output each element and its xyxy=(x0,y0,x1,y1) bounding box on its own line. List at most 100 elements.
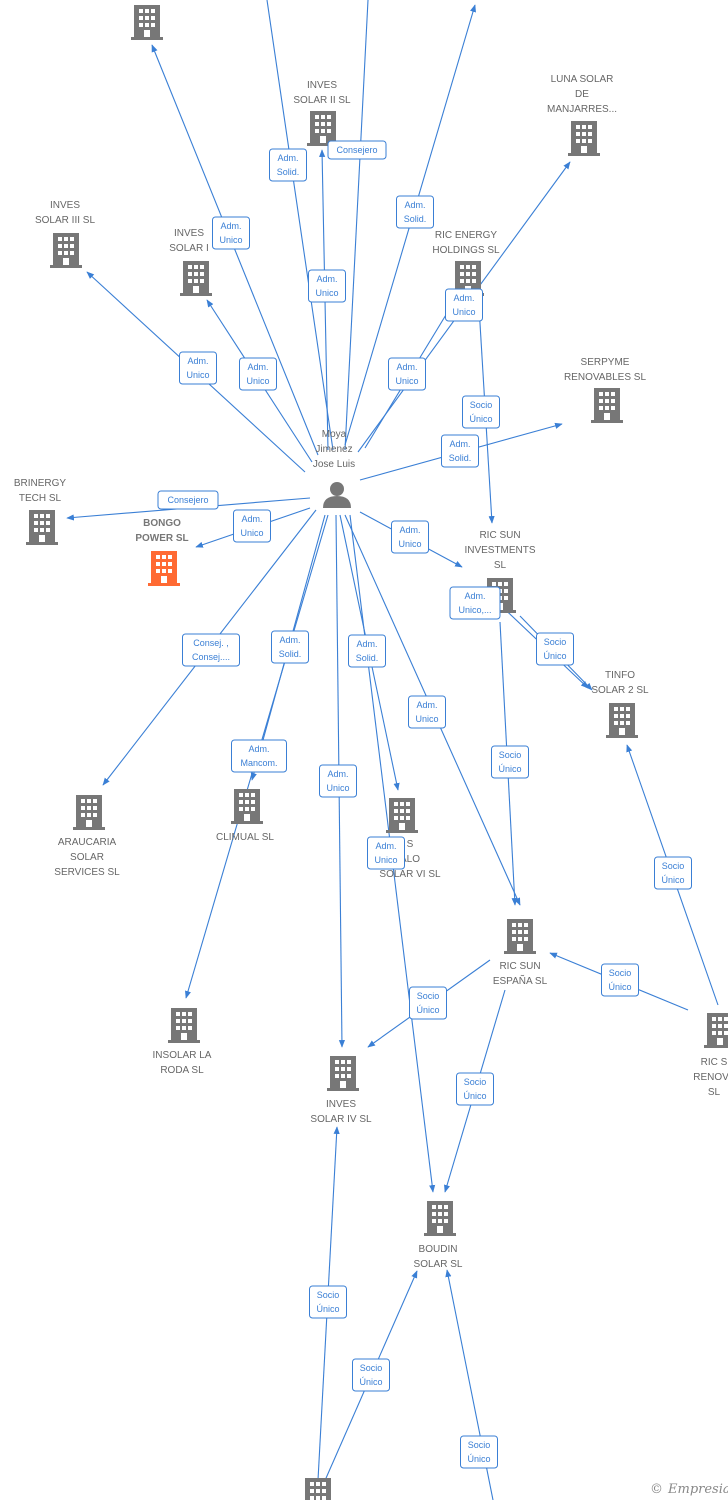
company-label: TINFO xyxy=(605,670,635,681)
relation-label-text: Adm. xyxy=(316,274,337,284)
building-icon xyxy=(73,795,105,830)
company-node-top1[interactable] xyxy=(131,5,163,40)
relation-label-text: Único xyxy=(463,1091,486,1101)
company-node-climual[interactable]: CLIMUAL SL xyxy=(216,789,274,843)
relation-label-e9[interactable]: Adm.Unico xyxy=(388,357,426,391)
building-icon xyxy=(327,1056,359,1091)
relation-label-e21[interactable]: Adm.Mancom. xyxy=(231,739,287,773)
relation-label-e11[interactable]: Adm.Solid. xyxy=(441,434,479,468)
person-name-label: Jimenez xyxy=(315,444,352,455)
building-icon xyxy=(606,703,638,738)
relation-label-e24[interactable]: Adm.Unico xyxy=(367,836,405,870)
relation-label-text: Adm. xyxy=(449,439,470,449)
relation-label-text: Único xyxy=(359,1377,382,1387)
relation-label-e15[interactable]: Adm.Unico,... xyxy=(449,586,501,620)
relation-label-e3[interactable]: Adm.Solid. xyxy=(396,195,434,229)
relation-label-text: Consej.... xyxy=(192,652,230,662)
company-node-serpyme[interactable]: SERPYME RENOVABLES SL xyxy=(564,357,647,423)
company-label: SL xyxy=(494,560,507,571)
company-label: RENOVABLES SL xyxy=(564,372,647,383)
relation-label-text: Único xyxy=(661,875,684,885)
relation-label-text: Unico xyxy=(240,528,263,538)
company-label: RIC ENERGY xyxy=(435,230,498,241)
company-label: BRINERGY xyxy=(14,478,67,489)
relation-label-text: Socio xyxy=(360,1363,383,1373)
relation-label-e5[interactable]: Adm.Unico xyxy=(308,269,346,303)
relation-label-text: Socio xyxy=(464,1077,487,1087)
company-node-bottom1[interactable] xyxy=(302,1478,334,1500)
relation-label-text: Adm. xyxy=(187,356,208,366)
company-node-luna[interactable]: LUNA SOLARDEMANJARRES... xyxy=(547,74,617,156)
relation-label-e17[interactable]: Consej. ,Consej.... xyxy=(182,633,240,667)
person-name-label: Jose Luis xyxy=(313,459,355,470)
building-icon xyxy=(568,121,600,156)
edge-line xyxy=(151,44,319,456)
relation-label-e2[interactable]: Consejero xyxy=(327,140,387,160)
building-icon xyxy=(302,1478,334,1500)
company-label: BONGO xyxy=(143,518,181,529)
relation-label-text: Adm. xyxy=(247,362,268,372)
company-label: INVES xyxy=(50,200,80,211)
building-icon xyxy=(424,1201,456,1236)
relation-label-e1[interactable]: Adm.Solid. xyxy=(269,148,307,182)
building-icon xyxy=(131,5,163,40)
relation-label-text: Adm. xyxy=(277,153,298,163)
relation-label-e13[interactable]: Adm.Unico xyxy=(233,509,271,543)
company-label: SOLAR I xyxy=(169,243,208,254)
relation-label-e19[interactable]: Adm.Solid. xyxy=(348,634,386,668)
relation-label-text: Adm. xyxy=(404,200,425,210)
company-label: INSOLAR LA xyxy=(153,1050,212,1061)
relation-label-e6[interactable]: Adm.Unico xyxy=(445,288,483,322)
relation-label-e4[interactable]: Adm.Unico xyxy=(212,216,250,250)
company-node-ric_renov[interactable]: RIC SRENOVASL xyxy=(693,1013,728,1098)
relation-label-text: Consejero xyxy=(167,495,208,505)
watermark-text: Empresia xyxy=(667,1482,728,1497)
company-label: DE xyxy=(575,89,589,100)
relation-label-e20[interactable]: Adm.Unico xyxy=(408,695,446,729)
relation-label-text: Socio xyxy=(470,400,493,410)
relation-label-e22[interactable]: Adm.Unico xyxy=(319,764,357,798)
relation-label-e12[interactable]: Consejero xyxy=(157,490,219,510)
relation-label-e18[interactable]: Adm.Solid. xyxy=(271,630,309,664)
building-icon xyxy=(180,261,212,296)
relation-label-text: Adm. xyxy=(248,744,269,754)
relation-label-text: Adm. xyxy=(399,525,420,535)
relation-label-e8[interactable]: Adm. Unico xyxy=(239,357,277,391)
relation-label-text: Adm. xyxy=(416,700,437,710)
company-label: SOLAR 2 SL xyxy=(591,685,649,696)
company-label: BOUDIN xyxy=(419,1244,458,1255)
relation-label-e14[interactable]: Adm.Unico xyxy=(391,520,429,554)
company-label: SERPYME xyxy=(581,357,630,368)
relation-label-e7[interactable]: Adm.Unico xyxy=(179,351,217,385)
company-node-tinfo[interactable]: TINFO SOLAR 2 SL xyxy=(591,670,649,738)
relation-label-text: Socio xyxy=(417,991,440,1001)
company-label: INVES xyxy=(307,80,337,91)
relation-label-text: Unico xyxy=(246,376,269,386)
company-label: INVES xyxy=(326,1099,356,1110)
building-icon xyxy=(231,789,263,824)
